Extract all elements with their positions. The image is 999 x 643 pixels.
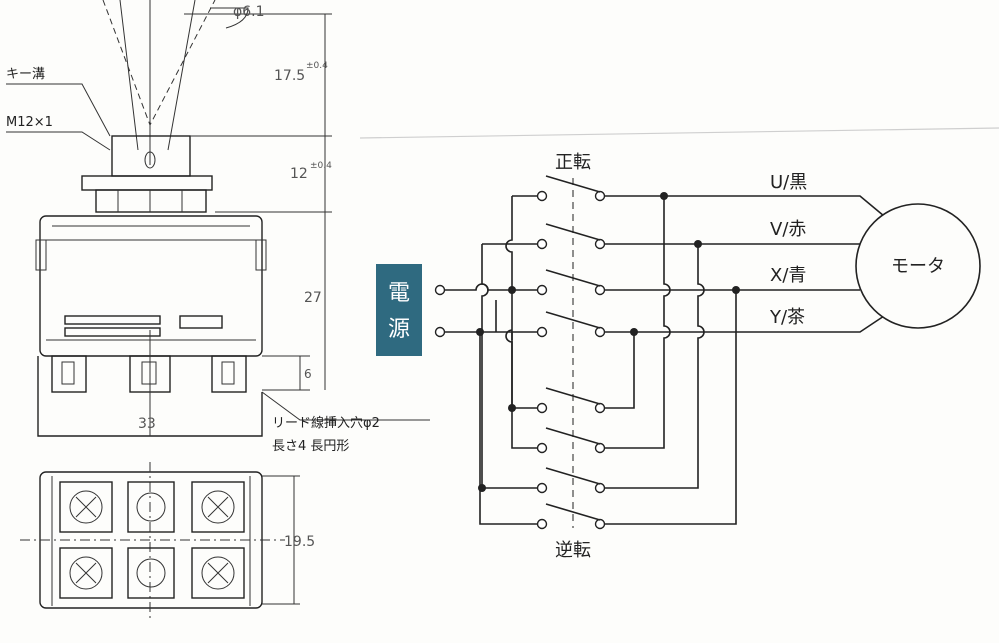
body-tab-right	[255, 239, 267, 271]
junction-dots-left	[476, 286, 516, 492]
lead-hole-label-2: 長さ4 長円形	[272, 439, 349, 454]
slot-2	[64, 327, 161, 337]
bus-lower-left	[481, 243, 542, 489]
washer-ridges	[117, 190, 183, 212]
terminal-1	[51, 355, 87, 393]
phase-label-X: X/青	[770, 265, 806, 286]
dim-body-label: 27	[304, 290, 322, 306]
dia-leader	[210, 7, 249, 29]
terminal-3	[211, 355, 247, 393]
power-line-upper	[440, 283, 542, 291]
switch-forward-4	[536, 311, 606, 338]
reverse-label: 逆転	[555, 540, 591, 561]
power-terminal-lower	[434, 326, 446, 338]
thread-label: M12×1	[6, 115, 53, 130]
terminal-1-hole	[61, 361, 75, 385]
circuit-diagram: 電 源 電源 正転 逆転	[376, 152, 981, 561]
bottom-view-centerlines	[20, 462, 285, 620]
hex-nut	[81, 175, 213, 191]
switch-forward-3	[536, 269, 606, 296]
lead-hole-label-1: リード線挿入穴φ2	[272, 415, 380, 431]
paper-fold-line	[359, 127, 999, 139]
bushing	[111, 135, 191, 177]
motor-label: モータ	[891, 256, 945, 277]
switch-body	[39, 215, 263, 357]
return-X	[604, 290, 737, 525]
wire-U	[604, 195, 885, 217]
phase-label-U: U/黒	[770, 172, 807, 193]
lead-leader	[261, 391, 430, 421]
switch-drawing: φ6.1 17.5 ±0.4 12 ±0.4 27 6 33 キー溝 M12×1…	[6, 0, 430, 620]
bus-stubs	[495, 300, 513, 340]
wire-Y	[604, 315, 885, 333]
return-Y	[604, 332, 635, 409]
slot-1	[64, 315, 161, 325]
key-groove-leader	[6, 83, 111, 137]
dim-bush-label: 12	[290, 166, 308, 182]
bottom-view-inner	[51, 476, 251, 606]
dim-width-label: 33	[138, 416, 156, 432]
key-groove-label: キー溝	[6, 67, 45, 82]
dim-lever-tol: ±0.4	[306, 61, 328, 71]
return-V	[604, 244, 705, 489]
power-label-1: 電	[388, 281, 410, 306]
terminal-3-hole	[221, 361, 235, 385]
switch-reverse-3	[536, 467, 606, 494]
body-lines	[46, 225, 256, 341]
thread-leader	[6, 131, 111, 151]
lever-outline	[119, 0, 196, 151]
forward-label: 正転	[555, 152, 591, 173]
power-terminal-upper	[434, 284, 446, 296]
terminal-screws	[59, 481, 245, 599]
switch-reverse-1	[536, 387, 606, 414]
return-U	[604, 196, 671, 449]
dim-terminal-label: 6	[304, 367, 312, 381]
power-label-2: 源	[388, 317, 410, 342]
bus-upper-left	[505, 196, 542, 409]
phase-label-Y: Y/茶	[769, 307, 805, 328]
dim-terminal-lines	[262, 355, 310, 391]
slot-3	[179, 315, 223, 329]
bus-cross-2	[479, 330, 542, 525]
switch-forward-1	[536, 175, 606, 202]
switch-reverse-4	[536, 503, 606, 530]
power-badge	[376, 264, 422, 356]
phase-label-V: V/赤	[770, 219, 806, 240]
dim-lever-label: 17.5	[274, 68, 305, 84]
switch-reverse-2	[536, 427, 606, 454]
motor-circle	[855, 203, 981, 329]
lever-throw-lines	[102, 0, 216, 127]
dim-depth-lines	[262, 475, 300, 605]
washer	[95, 189, 207, 213]
body-tab-left	[35, 239, 47, 271]
switch-forward-2	[536, 223, 606, 250]
junction-dots-right	[630, 192, 740, 336]
dim-bush-tol: ±0.4	[310, 161, 332, 171]
dim-extension-lines	[184, 13, 332, 213]
lever-pivot	[144, 151, 156, 169]
switch-contacts	[536, 175, 606, 530]
dim-depth-label: 19.5	[284, 534, 315, 550]
bus-cross-1	[505, 329, 542, 449]
dia-label: φ6.1	[233, 4, 265, 20]
terminal-2-hole	[141, 361, 157, 385]
